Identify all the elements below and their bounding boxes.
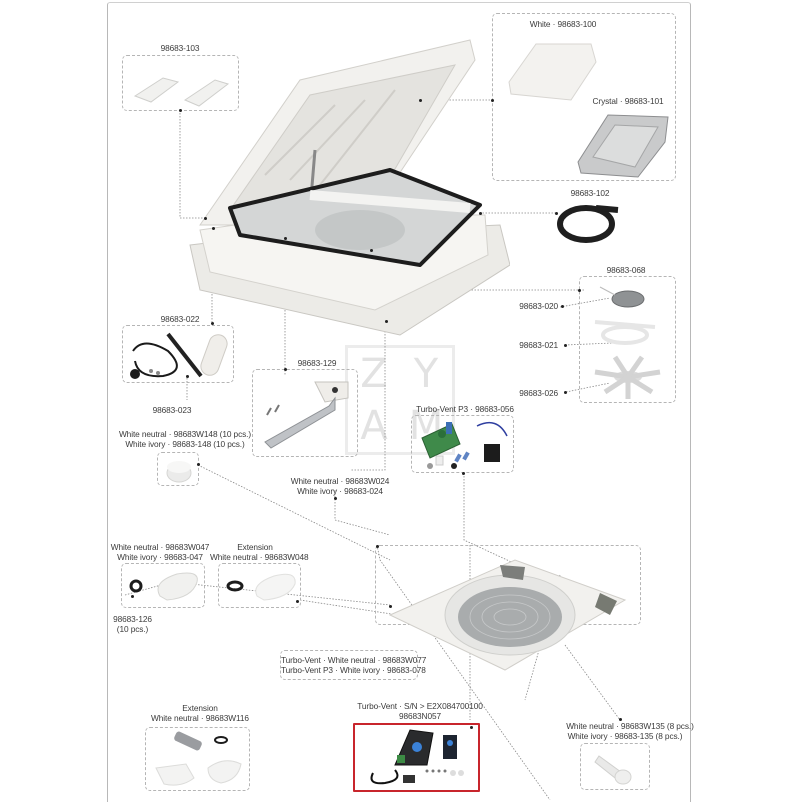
control-board-p3-label: Turbo-Vent P3 · 98683-056 (416, 404, 514, 414)
handle-ext-048-label-line1: Extension (237, 542, 273, 552)
fan-assembly-illustration (594, 286, 661, 399)
leader-dot (389, 605, 392, 608)
hinge-clips-label: 98683-103 (160, 43, 200, 53)
knob-caps-label-line2: White ivory · 98683-148 (10 pcs.) (125, 439, 245, 449)
fan-ring-label: 98683-021 (519, 340, 558, 350)
leader-dot (284, 237, 287, 240)
lid-crystal-illustration (577, 114, 669, 178)
handle-ext-048-box[interactable] (218, 563, 301, 608)
knob-cap-illustration (166, 461, 192, 483)
leader-dot (578, 289, 581, 292)
gasket-illustration (557, 205, 619, 243)
handle-ext-116-illustration (155, 731, 242, 786)
leader-dot (419, 99, 422, 102)
oring-label-line1: 98683-126 (113, 614, 152, 624)
leader-dot (385, 320, 388, 323)
screw-illustration (594, 755, 632, 785)
leader-dot (334, 497, 337, 500)
fan-assembly-label: 98683-068 (606, 265, 646, 275)
watermark-letter: Z (360, 351, 388, 397)
leader-dot (204, 217, 207, 220)
handle-ext-048-illustration (226, 573, 296, 601)
handle-047-label-line2: White ivory · 98683-047 (117, 552, 203, 562)
leader-dot (462, 472, 465, 475)
leader-dot (197, 463, 200, 466)
handle-ext-116-box[interactable] (145, 727, 250, 791)
lids-box[interactable]: White · 98683-100 Crystal · 98683-101 (492, 13, 676, 181)
handle-047-box[interactable] (121, 563, 205, 608)
leader-dot (491, 99, 494, 102)
control-board-sn-label-line1: Turbo-Vent · S/N > E2X084700100 (357, 701, 483, 711)
leader-dot (296, 600, 299, 603)
hinge-clips-box[interactable] (122, 55, 239, 111)
screws-label-line1: White neutral · 98683W135 (8 pcs.) (566, 721, 694, 731)
leader-dot (619, 718, 622, 721)
leader-dot (212, 227, 215, 230)
watermark-letter: Y (413, 351, 439, 397)
gasket-label: 98683-102 (570, 188, 610, 198)
diagram-frame (107, 2, 691, 802)
fan-blade-label: 98683-026 (519, 388, 558, 398)
control-board-sn-box-selected[interactable] (353, 723, 480, 792)
control-board-sn-illustration (370, 729, 464, 785)
leader-dot (564, 391, 567, 394)
crank-belt-label: 98683-023 (152, 405, 192, 415)
handle-ext-116-label-line2: White neutral · 98683W116 (151, 713, 249, 723)
handle-047-label-line1: White neutral · 98683W047 (110, 542, 210, 552)
lid-crystal-label: Crystal · 98683-101 (592, 96, 664, 106)
leader-dot (561, 305, 564, 308)
watermark-letter: A (360, 403, 388, 449)
fan-assembly-box[interactable] (579, 276, 676, 403)
knob-caps-box[interactable] (157, 452, 199, 486)
control-board-p3-box[interactable] (411, 415, 514, 473)
leader-dot (564, 344, 567, 347)
leader-dot (370, 249, 373, 252)
leader-dot (179, 109, 182, 112)
handle-ext-048-label-line2: White neutral · 98683W048 (210, 552, 309, 562)
lid-white-label: White · 98683-100 (529, 19, 597, 29)
fan-motor-label: 98683-020 (519, 301, 558, 311)
lid-white-illustration (508, 43, 597, 101)
crank-kit-illustration (130, 332, 228, 379)
oring-label-line2: (10 pcs.) (116, 624, 149, 634)
screws-label-line2: White ivory · 98683-135 (8 pcs.) (567, 731, 683, 741)
leader-dot (555, 212, 558, 215)
switch-cover-label-line1: White neutral · 98683W024 (290, 476, 390, 486)
control-board-p3-illustration (421, 421, 508, 469)
leader-dot (186, 375, 189, 378)
leader-dot (479, 212, 482, 215)
leader-dot (284, 368, 287, 371)
frame-trim-box[interactable]: Turbo-Vent · White neutral · 98683W077 T… (280, 650, 427, 680)
hinge-clips-illustration (133, 77, 230, 107)
leader-dot (211, 322, 214, 325)
knob-caps-label-line1: White neutral · 98683W148 (10 pcs.) (118, 429, 252, 439)
lift-arm-box[interactable] (252, 369, 358, 457)
crank-kit-label: 98683-022 (160, 314, 200, 324)
leader-dot (376, 545, 379, 548)
switch-cover-label-line2: White ivory · 98683-024 (297, 486, 383, 496)
frame-trim-label-line2: Turbo-Vent P3 · White ivory · 98683-078 (281, 665, 426, 675)
handle-ext-116-label-line1: Extension (182, 703, 218, 713)
lift-arm-label: 98683-129 (297, 358, 337, 368)
leader-dot (131, 595, 134, 598)
control-board-sn-label-line2: 98683N057 (398, 711, 441, 721)
handle-047-illustration (129, 572, 198, 601)
leader-dot (470, 726, 473, 729)
roof-vent-main-illustration (189, 39, 510, 336)
lift-arm-illustration (264, 381, 349, 449)
screws-box[interactable] (580, 743, 650, 790)
fan-frame-illustration (388, 559, 627, 671)
crank-kit-box[interactable] (122, 325, 234, 383)
frame-trim-label-line1: Turbo-Vent · White neutral · 98683W077 (281, 655, 427, 665)
